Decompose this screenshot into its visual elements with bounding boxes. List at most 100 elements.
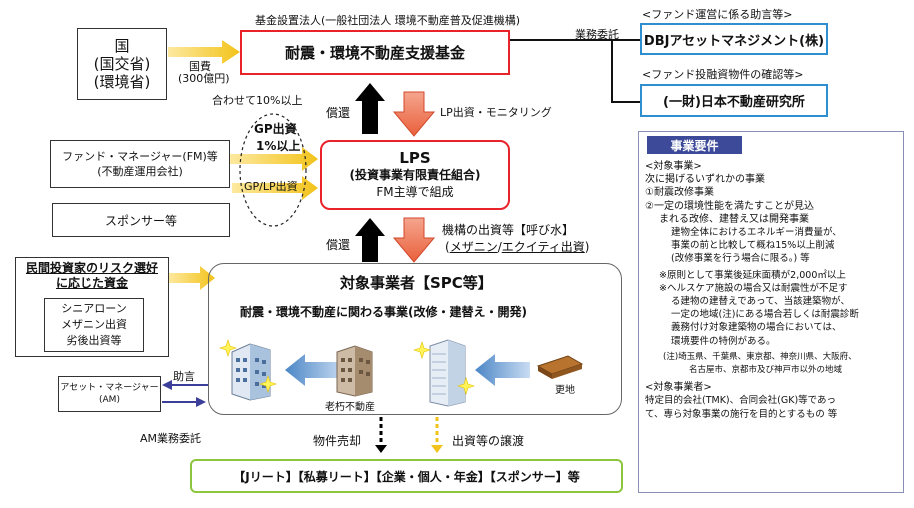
req-line: 建物全体におけるエネルギー消費量が、 — [671, 227, 842, 239]
org-investment-label-1: 機構の出資等【呼び水】 — [442, 223, 575, 237]
req-line: (注)埼玉県、千葉県、東京都、神奈川県、大阪府、 — [663, 351, 857, 362]
target-title: 対象事業者【SPC等】 — [340, 274, 493, 292]
private-items-box: シニアローン メザニン出資 劣後出資等 — [44, 298, 144, 352]
total-note: 合わせて10%以上 — [212, 94, 303, 107]
property-sale-arrow — [375, 445, 387, 453]
req-line: る建物の建替えであって、当該建築物が、 — [671, 296, 850, 308]
req-line: (改修事業を行う場合に限る。) 等 — [671, 253, 810, 265]
fund-box: 耐震・環境不動産支援基金 — [240, 30, 510, 75]
property-sale-label: 物件売却 — [313, 434, 362, 448]
requirements-panel: 事業要件 <対象事業> 次に掲げるいずれかの事業 ①耐震改修事業 ②一定の環境性… — [638, 131, 904, 493]
fm-line-1: ファンド・マネージャー(FM)等 — [62, 150, 218, 163]
dbj-name: DBJアセットマネジメント(株) — [643, 33, 825, 49]
lps-note: FM主導で組成 — [376, 184, 454, 199]
develop-arrow — [475, 354, 530, 386]
mezzanine-label: メザニン — [449, 240, 498, 254]
advice-label: 助言 — [173, 370, 195, 383]
req-line: 一定の地域(注)にある場合若しくは耐震診断 — [671, 309, 859, 321]
outsourcing-line — [510, 39, 640, 103]
req-line: ※原則として事業後延床面積が2,000㎡以上 — [659, 269, 846, 281]
sponsor-box: スポンサー等 — [52, 203, 230, 237]
govt-line-3: (環境省) — [93, 73, 151, 91]
am-line-2: (AM) — [99, 395, 120, 405]
gp-ratio-label: 1%以上 — [256, 139, 301, 153]
am-outsourcing-arrow-head — [196, 397, 206, 407]
vacant-land-icon — [536, 355, 584, 379]
am-box: アセット・マネージャー (AM) — [58, 376, 161, 412]
govt-funding-arrow — [168, 40, 240, 64]
fm-line-2: (不動産運用会社) — [97, 165, 183, 178]
repay-arrow-fund — [355, 83, 385, 134]
req-line: て、専ら対象事業の施行を目的とするもの 等 — [645, 408, 838, 420]
private-title-2: に応じた資金 — [55, 276, 128, 290]
building-icon — [219, 339, 277, 401]
req-line: 名古屋市、京都市及び神戸市以外の地域 — [689, 365, 843, 376]
reri-caption: <ファンド投融資物件の確認等> — [642, 68, 804, 81]
private-investors-box: 民間投資家のリスク選好 に応じた資金 シニアローン メザニン出資 劣後出資等 — [15, 257, 169, 357]
investment-transfer-label: 出資等の譲渡 — [452, 434, 525, 448]
private-item: 劣後出資等 — [66, 334, 122, 347]
requirements-header: 事業要件 — [647, 136, 742, 154]
govt-funding-label-1: 国費 — [189, 60, 211, 73]
req-line: 環境要件の特例がある。 — [671, 335, 776, 347]
req-line: まれる改修、建替え又は開発事業 — [659, 213, 809, 225]
lps-subtitle: (投資事業有限責任組合) — [349, 167, 481, 182]
reri-name: (一財)日本不動産研究所 — [663, 95, 805, 110]
private-funds-arrow — [168, 266, 215, 290]
outsourcing-label: 業務委託 — [575, 28, 619, 41]
private-title-1: 民間投資家のリスク選好 — [25, 261, 158, 275]
dbj-caption: <ファンド運営に係る助言等> — [642, 8, 793, 21]
req-line: 次に掲げるいずれかの事業 — [645, 174, 765, 186]
rebuild-arrow — [285, 354, 345, 386]
req-line: 特定目的会社(TMK)、合同会社(GK)等であっ — [645, 395, 837, 407]
govt-funding-label-2: (300億円) — [178, 72, 230, 85]
govt-line-1: 国 — [114, 37, 130, 55]
fm-box: ファンド・マネージャー(FM)等 (不動産運用会社) — [50, 140, 230, 188]
lps-title: LPS — [399, 148, 431, 167]
target-subtitle: 耐震・環境不動産に関わる事業(改修・建替え・開発) — [240, 305, 527, 319]
establisher-label: 基金設置法人(一般社団法人 環境不動産普及促進機構) — [255, 14, 521, 27]
req-line: <対象事業> — [645, 161, 702, 172]
reri-box: (一財)日本不動産研究所 — [640, 84, 828, 117]
buyers-box: 【Jリート】【私募リート】【企業・個人・年金】【スポンサー】等 — [190, 459, 623, 493]
sponsor-investment-arrow — [232, 176, 318, 200]
fund-name: 耐震・環境不動産支援基金 — [284, 44, 465, 62]
dbj-box: DBJアセットマネジメント(株) — [640, 23, 828, 55]
repay-label-2: 償還 — [326, 238, 351, 252]
lp-investment-arrow — [392, 91, 436, 137]
req-line: <対象事業者> — [645, 382, 712, 394]
am-outsourcing-label: AM業務委託 — [140, 432, 202, 445]
am-line-1: アセット・マネージャー — [60, 383, 159, 393]
req-line: 事業の前と比較して概ね15%以上削減 — [671, 240, 835, 252]
req-line: ①耐震改修事業 — [645, 187, 714, 199]
fm-investment-arrow — [230, 147, 318, 171]
target-box — [208, 263, 622, 415]
req-line: ②一定の環境性能を満たすことが見込 — [645, 200, 814, 212]
gp-lp-investment-label: GP/LP出資 — [244, 180, 298, 193]
req-line: ※ヘルスケア施設の場合又は耐震性が不足す — [659, 282, 848, 294]
advice-arrow-head — [162, 380, 172, 390]
lps-box: LPS (投資事業有限責任組合) FM主導で組成 — [320, 140, 510, 210]
repay-arrow-lps — [355, 218, 385, 262]
buyers-label: 【Jリート】【私募リート】【企業・個人・年金】【スポンサー】等 — [233, 469, 580, 484]
repay-label-1: 償還 — [326, 106, 351, 120]
tower-building-icon — [413, 339, 475, 407]
govt-line-2: (国交省) — [93, 55, 151, 73]
govt-box: 国 (国交省) (環境省) — [77, 28, 167, 100]
org-investment-label-2: (メザニン/エクイティ出資) — [445, 240, 590, 254]
gp-lp-ellipse — [239, 113, 307, 227]
gp-investment-label: GP出資 — [254, 122, 297, 136]
investment-transfer-arrow — [431, 445, 443, 453]
requirements-body: <対象事業> 次に掲げるいずれかの事業 ①耐震改修事業 ②一定の環境性能を満たす… — [645, 160, 901, 421]
req-line: 義務付け対象建築物の場合においては、 — [671, 322, 842, 334]
private-item: シニアローン — [61, 302, 127, 315]
vacant-land-label: 更地 — [555, 385, 575, 396]
sponsor-label: スポンサー等 — [104, 213, 177, 228]
private-item: メザニン出資 — [61, 318, 127, 331]
old-building-label: 老朽不動産 — [325, 402, 375, 413]
old-building-icon — [336, 345, 373, 397]
org-investment-arrow — [392, 217, 436, 263]
equity-label: エクイティ出資 — [501, 240, 585, 254]
lp-monitoring-label: LP出資・モニタリング — [440, 106, 552, 119]
